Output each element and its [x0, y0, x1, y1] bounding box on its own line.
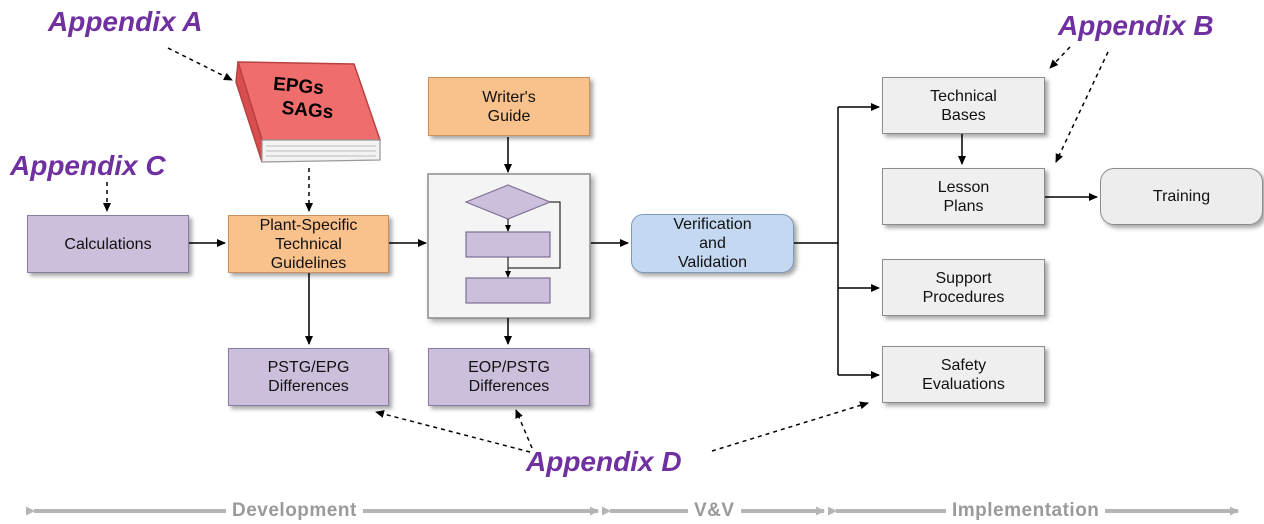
book-title-line2: SAGs: [281, 98, 334, 123]
epgs-sags-book: EPGs SAGs: [235, 61, 382, 163]
phase-vv: V&V: [688, 500, 741, 522]
safety-evaluations-box: Safety Evaluations: [882, 346, 1045, 403]
appendix-reference-arrows: [103, 46, 1109, 453]
appendix-c-label: Appendix C: [10, 150, 166, 181]
technical-bases-box: Technical Bases: [882, 77, 1045, 134]
lesson-plans-box: Lesson Plans: [882, 168, 1045, 225]
pstg-epg-differences-box: PSTG/EPG Differences: [228, 348, 389, 406]
plant-specific-technical-guidelines-box: Plant-Specific Technical Guidelines: [228, 215, 389, 273]
book-title-line1: EPGs: [272, 74, 324, 99]
flow-arrows: [189, 103, 1098, 379]
support-procedures-box: Support Procedures: [882, 259, 1045, 316]
eop-pstg-differences-box: EOP/PSTG Differences: [428, 348, 590, 406]
procedure-flowchart-icon: [427, 173, 591, 319]
training-box: Training: [1100, 168, 1263, 225]
appendix-b-label: Appendix B: [1058, 10, 1214, 41]
writers-guide-box: Writer's Guide: [428, 77, 590, 136]
phase-implementation: Implementation: [946, 500, 1106, 522]
verification-and-validation-box: Verification and Validation: [631, 214, 794, 273]
calculations-box: Calculations: [27, 215, 189, 273]
appendix-d-label: Appendix D: [526, 446, 682, 477]
phase-development: Development: [226, 500, 363, 522]
appendix-a-label: Appendix A: [48, 6, 203, 37]
